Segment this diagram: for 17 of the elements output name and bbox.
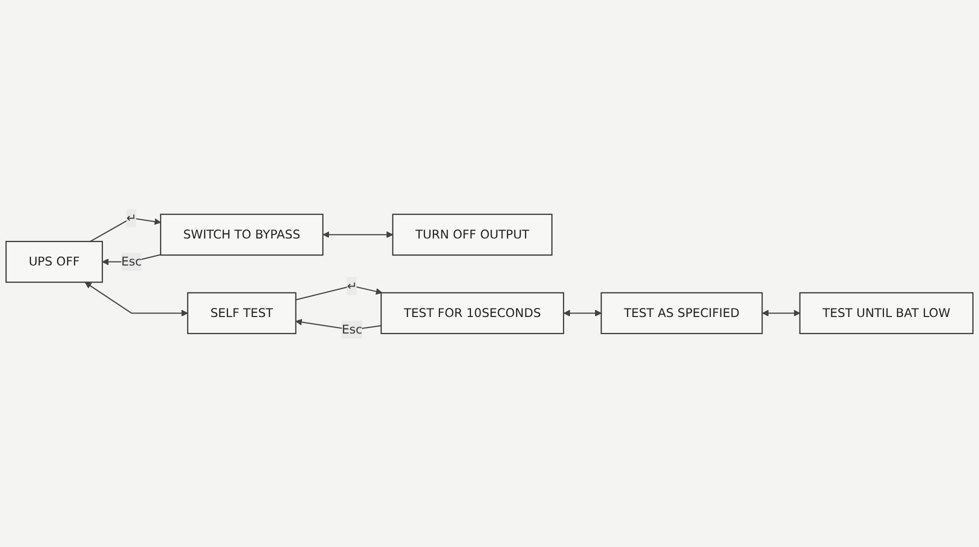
edge-label: ↵	[126, 210, 137, 224]
edge-label: Esc	[121, 254, 142, 268]
arrow	[90, 217, 161, 242]
node-box: TEST UNTIL BAT LOW	[799, 292, 974, 334]
node-box: SELF TEST	[187, 292, 296, 334]
node-box: TEST FOR 10SECONDS	[380, 292, 564, 334]
node-box: TURN OFF OUTPUT	[392, 213, 552, 256]
arrow	[322, 230, 394, 238]
arrow	[84, 282, 188, 316]
node-box: TEST AS SPECIFIED	[600, 292, 763, 334]
arrow	[762, 309, 800, 316]
edge-label: ↵	[346, 278, 358, 292]
node-box: SWITCH TO BYPASS	[160, 213, 324, 256]
edge-label: Esc	[342, 322, 362, 336]
arrow	[296, 284, 382, 300]
arrow	[564, 309, 602, 316]
node-box: UPS OFF	[6, 240, 103, 282]
